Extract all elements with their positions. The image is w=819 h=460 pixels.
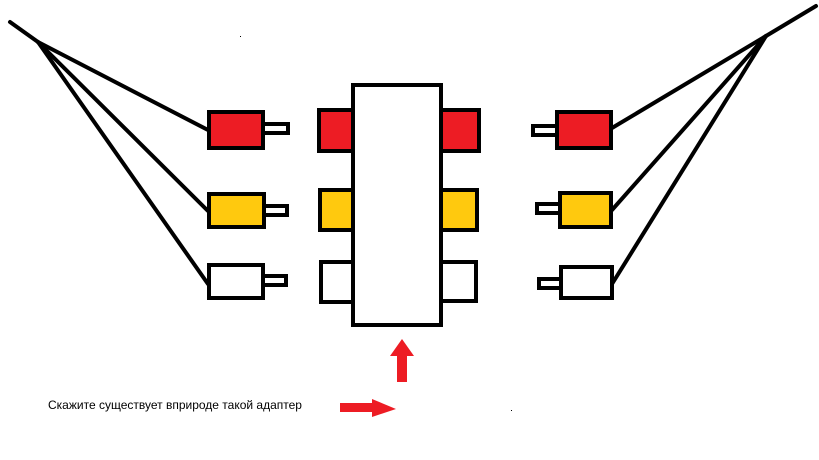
stray-dot <box>240 36 241 37</box>
left-cable-main <box>8 20 40 44</box>
left-plug-yellow <box>207 192 266 229</box>
right-cable-white-wire <box>610 34 768 286</box>
caption-question: Скажите существует вприроде такой адапте… <box>48 398 302 412</box>
left-plug-red-pin <box>261 122 290 135</box>
left-cable-red-wire <box>36 40 210 132</box>
right-cable-main <box>764 4 818 38</box>
adapter-right-socket-red <box>439 108 481 153</box>
left-cable-yellow-wire <box>36 40 210 213</box>
adapter-right-socket-yellow <box>439 188 479 232</box>
right-plug-red-pin <box>531 124 560 137</box>
right-cable-red-wire <box>610 34 768 130</box>
left-cable-bundle <box>8 20 210 286</box>
right-plug-yellow-pin <box>535 202 562 215</box>
left-cable-white-wire <box>36 40 210 286</box>
right-plug-yellow <box>558 191 613 229</box>
adapter-right-socket-white <box>439 260 478 303</box>
left-plug-yellow-pin <box>262 204 289 217</box>
adapter-left-socket-white <box>319 260 355 304</box>
right-cable-yellow-wire <box>610 34 768 212</box>
stray-dot <box>511 410 512 411</box>
right-plugs <box>531 110 614 300</box>
arrow-right-icon <box>340 399 396 417</box>
adapter-left-socket-red <box>317 108 355 153</box>
right-plug-red <box>555 110 613 150</box>
adapter <box>317 83 481 327</box>
left-plug-white <box>207 263 265 300</box>
adapter-left-socket-yellow <box>318 188 355 232</box>
arrow-up-icon <box>390 339 414 382</box>
left-plugs <box>207 110 290 300</box>
adapter-body <box>351 83 443 327</box>
left-plug-red <box>207 110 265 150</box>
right-cable-bundle <box>610 4 818 286</box>
left-plug-white-pin <box>261 274 288 287</box>
right-plug-white-pin <box>537 277 564 290</box>
right-plug-white <box>559 265 614 300</box>
